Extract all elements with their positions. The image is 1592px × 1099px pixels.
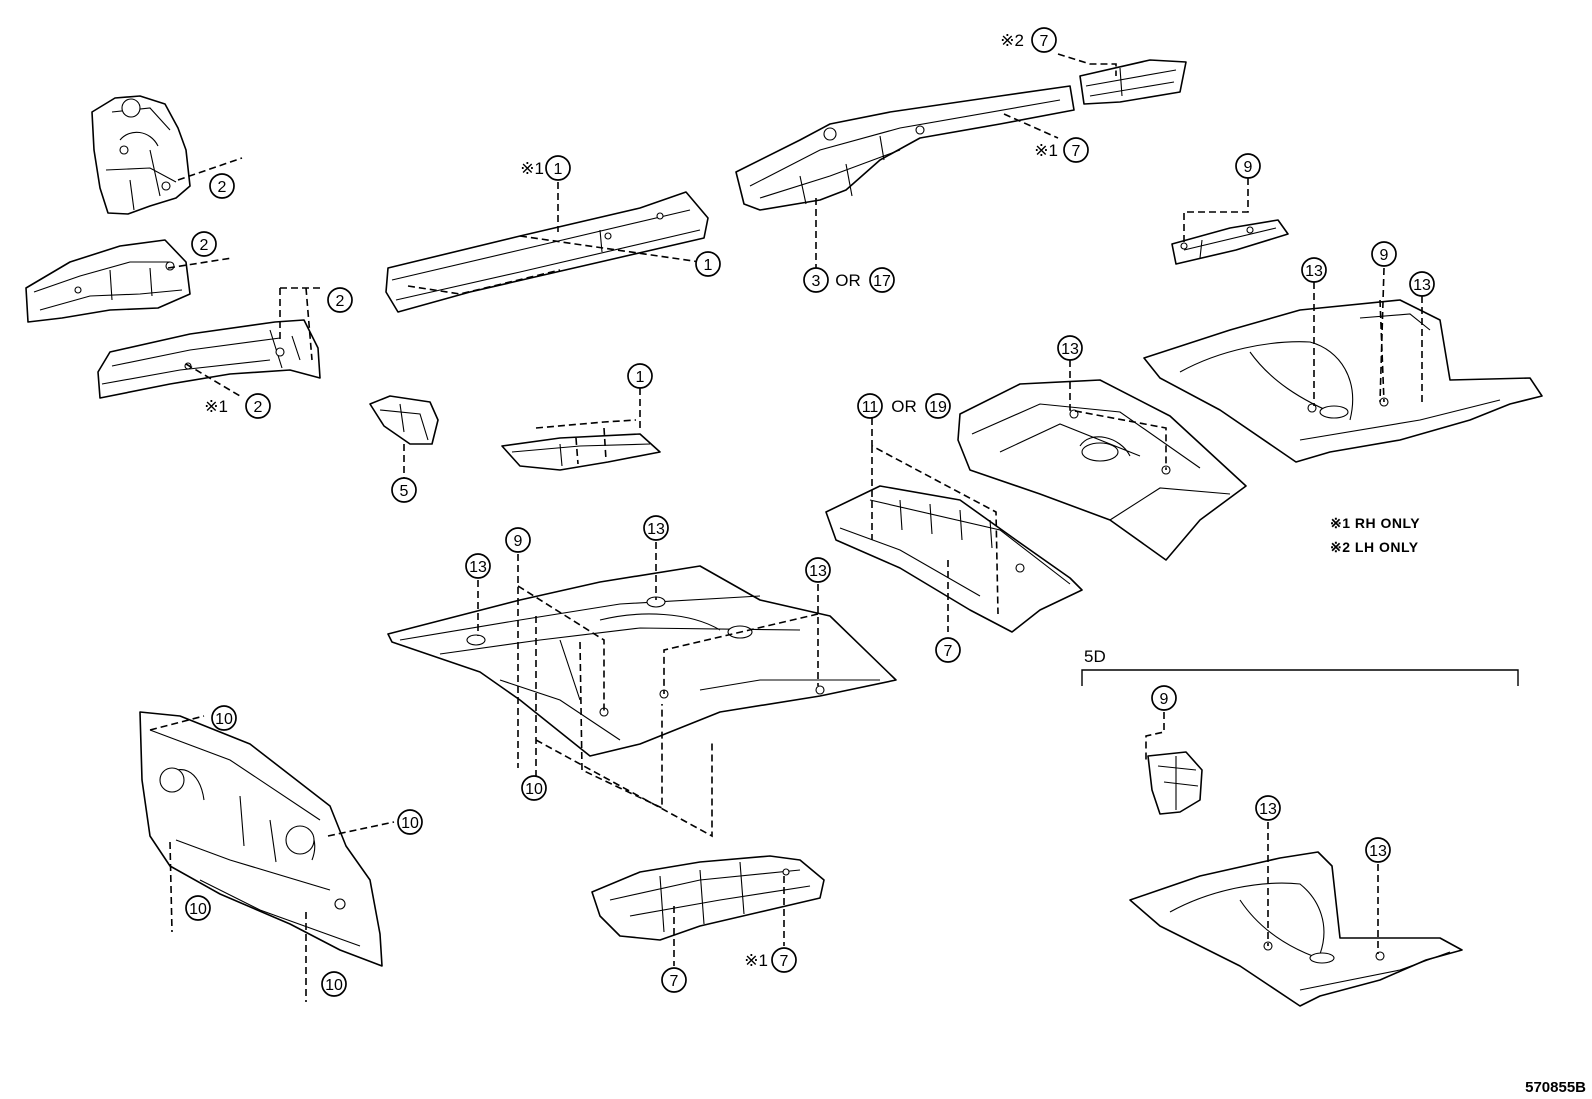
svg-text:2: 2 <box>218 179 227 196</box>
svg-text:13: 13 <box>1061 341 1079 358</box>
callout-13-e: 13 <box>643 515 669 541</box>
dash-panel-part <box>139 711 383 967</box>
floor-gusset-part <box>501 433 661 471</box>
svg-text:9: 9 <box>1380 247 1389 264</box>
callout-7-b: 7 <box>1063 137 1089 163</box>
svg-text:13: 13 <box>469 559 487 576</box>
svg-text:7: 7 <box>1072 143 1081 160</box>
front-side-member-rh-part <box>97 319 321 399</box>
svg-text:10: 10 <box>215 711 233 728</box>
svg-text:13: 13 <box>1259 801 1277 818</box>
callout-13-g: 13 <box>1255 795 1281 821</box>
callout-11: 11 <box>857 393 883 419</box>
callout-7-a: 7 <box>1031 27 1057 53</box>
leader-lines <box>149 53 1423 1002</box>
callout-1-b: 1 <box>695 251 721 277</box>
rh-mark-1: ※1 <box>520 159 544 178</box>
svg-text:11: 11 <box>862 399 879 416</box>
or-text-3-17: OR <box>835 271 861 290</box>
callout-7-d: 7 <box>661 967 687 993</box>
callout-7-e: 7 <box>771 947 797 973</box>
callout-13-b: 13 <box>1409 271 1435 297</box>
callout-1-a: 1 <box>545 155 571 181</box>
rocker-panel-part <box>385 191 709 313</box>
callout-10-a: 10 <box>521 775 547 801</box>
callout-13-c: 13 <box>1057 335 1083 361</box>
callout-2-d: 2 <box>245 393 271 419</box>
callout-13-h: 13 <box>1365 837 1391 863</box>
brace-bracket-part <box>369 395 439 445</box>
reinforcement-bracket-part <box>1171 219 1289 265</box>
callout-19: 19 <box>925 393 951 419</box>
variant-label-5d: 5D <box>1084 647 1106 666</box>
figure-id: 570855B <box>1525 1079 1586 1096</box>
callout-2-c: 2 <box>327 287 353 313</box>
callout-5: 5 <box>391 477 417 503</box>
svg-text:17: 17 <box>873 273 891 290</box>
svg-text:5: 5 <box>400 483 409 500</box>
svg-text:10: 10 <box>525 781 543 798</box>
svg-text:7: 7 <box>780 953 789 970</box>
floor-member-extension-part <box>1079 59 1187 105</box>
callout-17: 17 <box>869 267 895 293</box>
or-text-11-19: OR <box>891 397 917 416</box>
5d-variant-bracket <box>1081 669 1519 686</box>
callout-10-e: 10 <box>321 971 347 997</box>
svg-text:1: 1 <box>554 161 563 178</box>
callout-13-f: 13 <box>805 557 831 583</box>
callout-2-a: 2 <box>209 173 235 199</box>
floor-side-member-part <box>735 85 1075 211</box>
svg-text:9: 9 <box>1244 159 1253 176</box>
callout-13-a: 13 <box>1301 257 1327 283</box>
suspension-tower-part <box>91 95 191 215</box>
svg-text:13: 13 <box>809 563 827 580</box>
5d-bracket-part <box>1147 751 1203 815</box>
callout-10-c: 10 <box>397 809 423 835</box>
svg-text:2: 2 <box>254 399 263 416</box>
callout-9-d: 9 <box>1151 685 1177 711</box>
note-rh-only: ※1 RH ONLY <box>1330 515 1420 531</box>
rear-floor-pan-part <box>1143 299 1543 463</box>
svg-text:13: 13 <box>1369 843 1387 860</box>
callout-2-b: 2 <box>191 231 217 257</box>
rh-mark-7-bottom: ※1 <box>744 951 768 970</box>
center-floor-pan-part <box>957 379 1247 561</box>
callout-13-d: 13 <box>465 553 491 579</box>
svg-text:3: 3 <box>812 273 821 290</box>
svg-text:10: 10 <box>189 901 207 918</box>
svg-text:9: 9 <box>514 533 523 550</box>
svg-text:10: 10 <box>325 977 343 994</box>
svg-text:2: 2 <box>200 237 209 254</box>
svg-text:13: 13 <box>647 521 665 538</box>
callout-7-c: 7 <box>935 637 961 663</box>
note-lh-only: ※2 LH ONLY <box>1330 539 1419 555</box>
svg-text:9: 9 <box>1160 691 1169 708</box>
rh-mark-7-top: ※1 <box>1034 141 1058 160</box>
front-side-member-part <box>25 239 191 323</box>
svg-text:7: 7 <box>1040 33 1049 50</box>
callout-1-c: 1 <box>627 363 653 389</box>
svg-text:19: 19 <box>929 399 947 416</box>
callout-10-d: 10 <box>185 895 211 921</box>
callout-9-a: 9 <box>1235 153 1261 179</box>
front-floor-panel-part <box>387 565 897 757</box>
callout-3: 3 <box>803 267 829 293</box>
rh-mark-2: ※1 <box>204 397 228 416</box>
heat-insulator-part <box>591 855 825 941</box>
svg-text:7: 7 <box>670 973 679 990</box>
svg-text:1: 1 <box>636 369 645 386</box>
svg-text:1: 1 <box>704 257 713 274</box>
callout-10-b: 10 <box>211 705 237 731</box>
tunnel-reinforcement-part <box>825 485 1083 633</box>
svg-text:10: 10 <box>401 815 419 832</box>
callout-9-c: 9 <box>505 527 531 553</box>
svg-text:13: 13 <box>1305 263 1323 280</box>
svg-text:13: 13 <box>1413 277 1431 294</box>
lh-mark-7: ※2 <box>1000 31 1024 50</box>
callout-9-b: 9 <box>1371 241 1397 267</box>
5d-rear-floor-pan-part <box>1129 851 1463 1007</box>
svg-text:2: 2 <box>336 293 345 310</box>
svg-text:7: 7 <box>944 643 953 660</box>
